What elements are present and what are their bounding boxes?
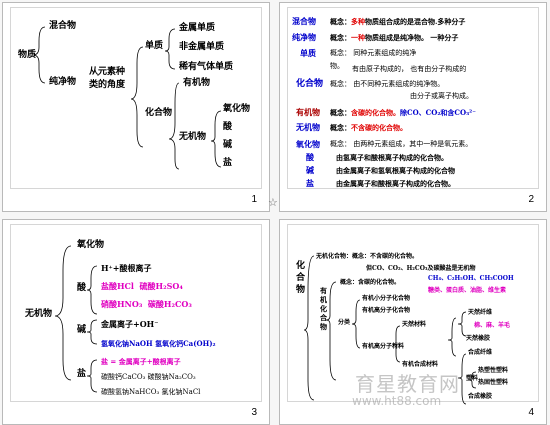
salt-term: 盐 xyxy=(306,178,314,188)
synthetic-rubber: 合成橡胶 xyxy=(468,393,493,400)
acid-examples-2: 硝酸HNO₃ 碳酸H₂CO₃ xyxy=(101,299,192,309)
slide-1-brackets xyxy=(32,26,222,170)
base-examples: 氢氧化钠NaOH 氢氧化钙Ca(OH)₂ xyxy=(101,339,216,348)
watermark-brand: 育星教育网 xyxy=(355,372,460,396)
thermoset: 热固性塑料 xyxy=(478,379,509,386)
salt-examples-2: 碳酸氢钠NaHCO₃ 氯化钠NaCl xyxy=(101,388,201,396)
inorganic-compound-line-2: 但CO、CO₂、H₂CO₃及碳酸盐是无机物 xyxy=(366,265,476,272)
base-term: 碱 xyxy=(306,165,314,175)
acid-label: 酸 xyxy=(223,122,233,132)
base-label: 碱 xyxy=(77,325,87,335)
elemental-note: 有由原子构成的， 也有由分子构成的 xyxy=(352,65,467,73)
salt-composition: 盐 = 金属离子+酸根离子 xyxy=(101,357,181,366)
small-molecule: 有机小分子化合物 xyxy=(362,295,411,302)
salt-label: 盐 xyxy=(223,158,233,168)
angle-line-2: 类的角度 xyxy=(89,80,126,90)
oxide-label: 氧化物 xyxy=(223,104,251,114)
organic-compound-label: 有机化合物 xyxy=(320,286,327,331)
elemental-concept-2: 物。 xyxy=(330,62,344,70)
synthetic-fiber: 合成纤维 xyxy=(468,349,493,356)
natural-rubber: 天然橡胶 xyxy=(466,335,491,342)
acid-examples-1: 盐酸HCl 硫酸H₂SO₄ xyxy=(101,281,183,291)
elemental-term: 单质 xyxy=(300,48,316,58)
inorganic-compound-line-1: 无机化合物：概念：不含碳的化合物。 xyxy=(316,253,419,260)
root-inorganic: 无机物 xyxy=(25,309,53,319)
slide-number: 3 xyxy=(251,407,257,418)
organic-examples-2: 糖类、蛋白质、油脂、维生素 xyxy=(428,287,507,294)
slide-3[interactable]: 无机物 氧化物 酸 H⁺+酸根离子 盐酸HCl 硫酸H₂SO₄ 硝酸HNO₃ 碳… xyxy=(2,219,270,425)
base-composition: 金属离子+OH⁻ xyxy=(101,319,159,329)
natural-fiber-examples: 棉、麻、羊毛 xyxy=(474,322,511,329)
slide-number: 4 xyxy=(528,407,534,418)
inorganic-concept: 概念：不含碳的化合物。 xyxy=(330,123,407,132)
synthetic-material: 有机合成材料 xyxy=(402,361,439,368)
natural-fiber: 天然纤维 xyxy=(468,309,493,316)
root-substance: 物质 xyxy=(18,50,37,60)
inorganic-term: 无机物 xyxy=(296,122,320,132)
salt-concept: 由金属离子和酸根离子构成的化合物。 xyxy=(336,179,455,188)
compound-term: 化合物 xyxy=(296,79,324,89)
elemental-label: 单质 xyxy=(145,41,164,51)
root-char-3: 物 xyxy=(296,285,306,295)
organic-term: 有机物 xyxy=(296,107,320,117)
slide-1[interactable]: 物质 混合物 纯净物 从元素种 类的角度 单质 金属单质 非金属单质 稀有气体单… xyxy=(2,2,270,212)
elemental-concept: 概念： 同种元素组成的纯净 xyxy=(330,49,417,57)
inorganic-label: 无机物 xyxy=(179,132,207,142)
slide-2[interactable]: 混合物 概念：多种物质组合成的是混合物.多种分子 纯净物 概念：一种物质组成是纯… xyxy=(279,2,547,212)
nonmetal-elemental: 非金属单质 xyxy=(179,42,225,52)
pure-term: 纯净物 xyxy=(292,32,316,42)
compound-concept: 概念： 由不同种元素组成的纯净物。 xyxy=(330,80,445,88)
compound-label: 化合物 xyxy=(145,108,173,118)
natural-material: 天然材料 xyxy=(402,321,427,328)
root-char-2: 合 xyxy=(296,273,306,283)
mixture-concept: 概念：多种物质组合成的是混合物.多种分子 xyxy=(330,17,466,26)
slide-4[interactable]: 化 合 物 无机化合物：概念：不含碳的化合物。 但CO、CO₂、H₂CO₃及碳酸… xyxy=(279,219,547,425)
oxide-concept: 概念： 由两种元素组成，其中一种是氧元素。 xyxy=(330,140,473,148)
angle-line-1: 从元素种 xyxy=(89,67,126,77)
base-concept: 由金属离子和氢氧根离子构成的化合物 xyxy=(336,166,455,175)
oxide-term: 氧化物 xyxy=(296,139,320,149)
slide-4-frame xyxy=(287,224,539,402)
acid-label: 酸 xyxy=(77,283,87,293)
base-label: 碱 xyxy=(223,140,233,150)
acid-concept: 由氢离子和酸根离子构成的化合物。 xyxy=(336,153,448,162)
salt-label: 盐 xyxy=(77,369,87,379)
organic-label: 有机物 xyxy=(183,78,211,88)
thermoplastic: 热塑性塑料 xyxy=(478,367,509,374)
slide-4-brackets xyxy=(303,255,477,405)
slide-number: 2 xyxy=(528,194,534,205)
watermark-url: www.ht88.com xyxy=(352,394,442,408)
metal-elemental: 金属单质 xyxy=(179,23,216,33)
slide-number: 1 xyxy=(251,194,257,205)
classification-label: 分类 xyxy=(338,319,351,326)
plastic: 塑料 xyxy=(466,375,479,382)
star-icon: ☆ xyxy=(268,196,278,209)
pure-concept: 概念：一种物质组成是纯净物。 一种分子 xyxy=(330,33,459,42)
noble-gas-elemental: 稀有气体单质 xyxy=(179,62,234,72)
root-char-1: 化 xyxy=(296,261,306,271)
mixture-term: 混合物 xyxy=(292,16,316,26)
slide-3-frame xyxy=(10,224,262,402)
slide-2-frame xyxy=(287,7,539,189)
organic-examples-1: CH₄、C₂H₅OH、CH₃COOH xyxy=(428,275,514,282)
compound-note: 由分子或离子构成。 xyxy=(410,92,473,100)
salt-examples-1: 碳酸钙CaCO₃ 碳酸钠Na₂CO₃ xyxy=(101,373,196,381)
macromolecule: 有机高分子化合物 xyxy=(362,307,411,314)
pure-substance-label: 纯净物 xyxy=(49,77,77,87)
organic-concept: 概念：含碳的化合物。 xyxy=(340,279,401,286)
acid-term: 酸 xyxy=(306,152,314,162)
macromolecular-material: 有机高分子材料 xyxy=(362,343,405,350)
slide-1-frame xyxy=(10,7,262,189)
organic-concept: 概念：含碳的化合物。除CO、CO₂和含CO₃²⁻ xyxy=(330,108,476,117)
acid-composition: H⁺+酸根离子 xyxy=(101,263,152,273)
oxide-label: 氧化物 xyxy=(77,240,105,250)
mixture-label: 混合物 xyxy=(49,21,77,31)
slide-3-brackets xyxy=(54,245,98,393)
